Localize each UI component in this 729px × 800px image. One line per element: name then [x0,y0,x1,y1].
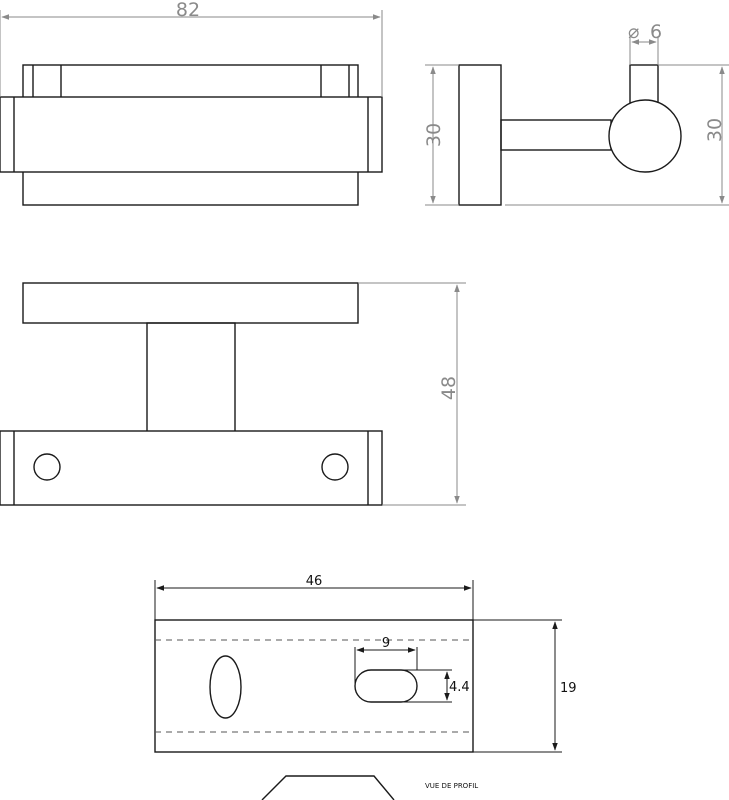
diameter-symbol: ⌀ [628,21,639,43]
front-top-rail [22,64,359,100]
side-hook-knob [608,99,682,173]
dim-48-label: 48 [438,376,460,400]
dim-19-label: 19 [560,681,577,696]
dim-44-label: 4.4 [449,680,470,695]
top-bar [22,282,359,324]
dim-30l-label: 30 [423,123,445,147]
profile-view-label: VUE DE PROFIL [425,782,478,790]
vertical-slot [209,655,242,719]
horizontal-slot [354,669,418,703]
front-lower-bar [22,169,359,206]
dim-46-label: 46 [306,574,323,589]
dim-82-label: 82 [176,0,200,21]
dim-9-label: 9 [382,636,390,651]
screw-hole-right [321,453,349,481]
side-wall-plate [458,64,502,206]
dim-30r-label: 30 [704,118,726,142]
side-arm [500,119,612,151]
front-right-post [320,65,350,102]
side-hook-pin [629,64,659,106]
top-view: 48 [0,282,466,506]
top-arm [146,322,236,434]
dim-d6-label: 6 [650,21,662,43]
front-main-body [0,96,383,173]
mounting-plate-view: 46 19 9 4.4 [154,574,577,753]
profile-view: VUE DE PROFIL [261,775,478,800]
profile-outline [261,775,395,800]
front-left-post [32,65,62,102]
mounting-plate [154,619,474,753]
side-view: 30 30 ⌀ 6 [423,21,729,206]
top-base-plate [0,430,383,506]
front-view: 82 [0,0,383,206]
screw-hole-left [33,453,61,481]
